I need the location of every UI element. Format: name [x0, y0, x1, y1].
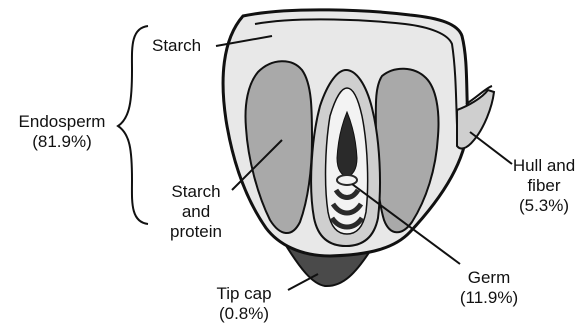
- label-germ: Germ (11.9%): [444, 268, 534, 308]
- label-hull-pct: (5.3%): [508, 196, 580, 216]
- label-endosperm-pct: (81.9%): [8, 132, 116, 152]
- label-hull-2: fiber: [508, 176, 580, 196]
- label-endosperm-name: Endosperm: [8, 112, 116, 132]
- label-starch-and-protein-3: protein: [156, 222, 236, 242]
- label-germ-pct: (11.9%): [444, 288, 534, 308]
- label-tip-cap: Tip cap (0.8%): [204, 284, 284, 324]
- label-starch-and-protein: Starch and protein: [156, 182, 236, 242]
- label-starch-and-protein-1: Starch: [156, 182, 236, 202]
- germ-eye: [337, 175, 357, 185]
- label-starch: Starch: [152, 36, 201, 56]
- tipcap-leader: [288, 274, 318, 290]
- label-tip-cap-pct: (0.8%): [204, 304, 284, 324]
- label-endosperm: Endosperm (81.9%): [8, 112, 116, 152]
- label-germ-name: Germ: [444, 268, 534, 288]
- endosperm-brace: [118, 26, 148, 224]
- label-hull-1: Hull and: [508, 156, 580, 176]
- label-tip-cap-name: Tip cap: [204, 284, 284, 304]
- label-starch-and-protein-2: and: [156, 202, 236, 222]
- label-hull-and-fiber: Hull and fiber (5.3%): [508, 156, 580, 216]
- hull-leader: [470, 132, 512, 164]
